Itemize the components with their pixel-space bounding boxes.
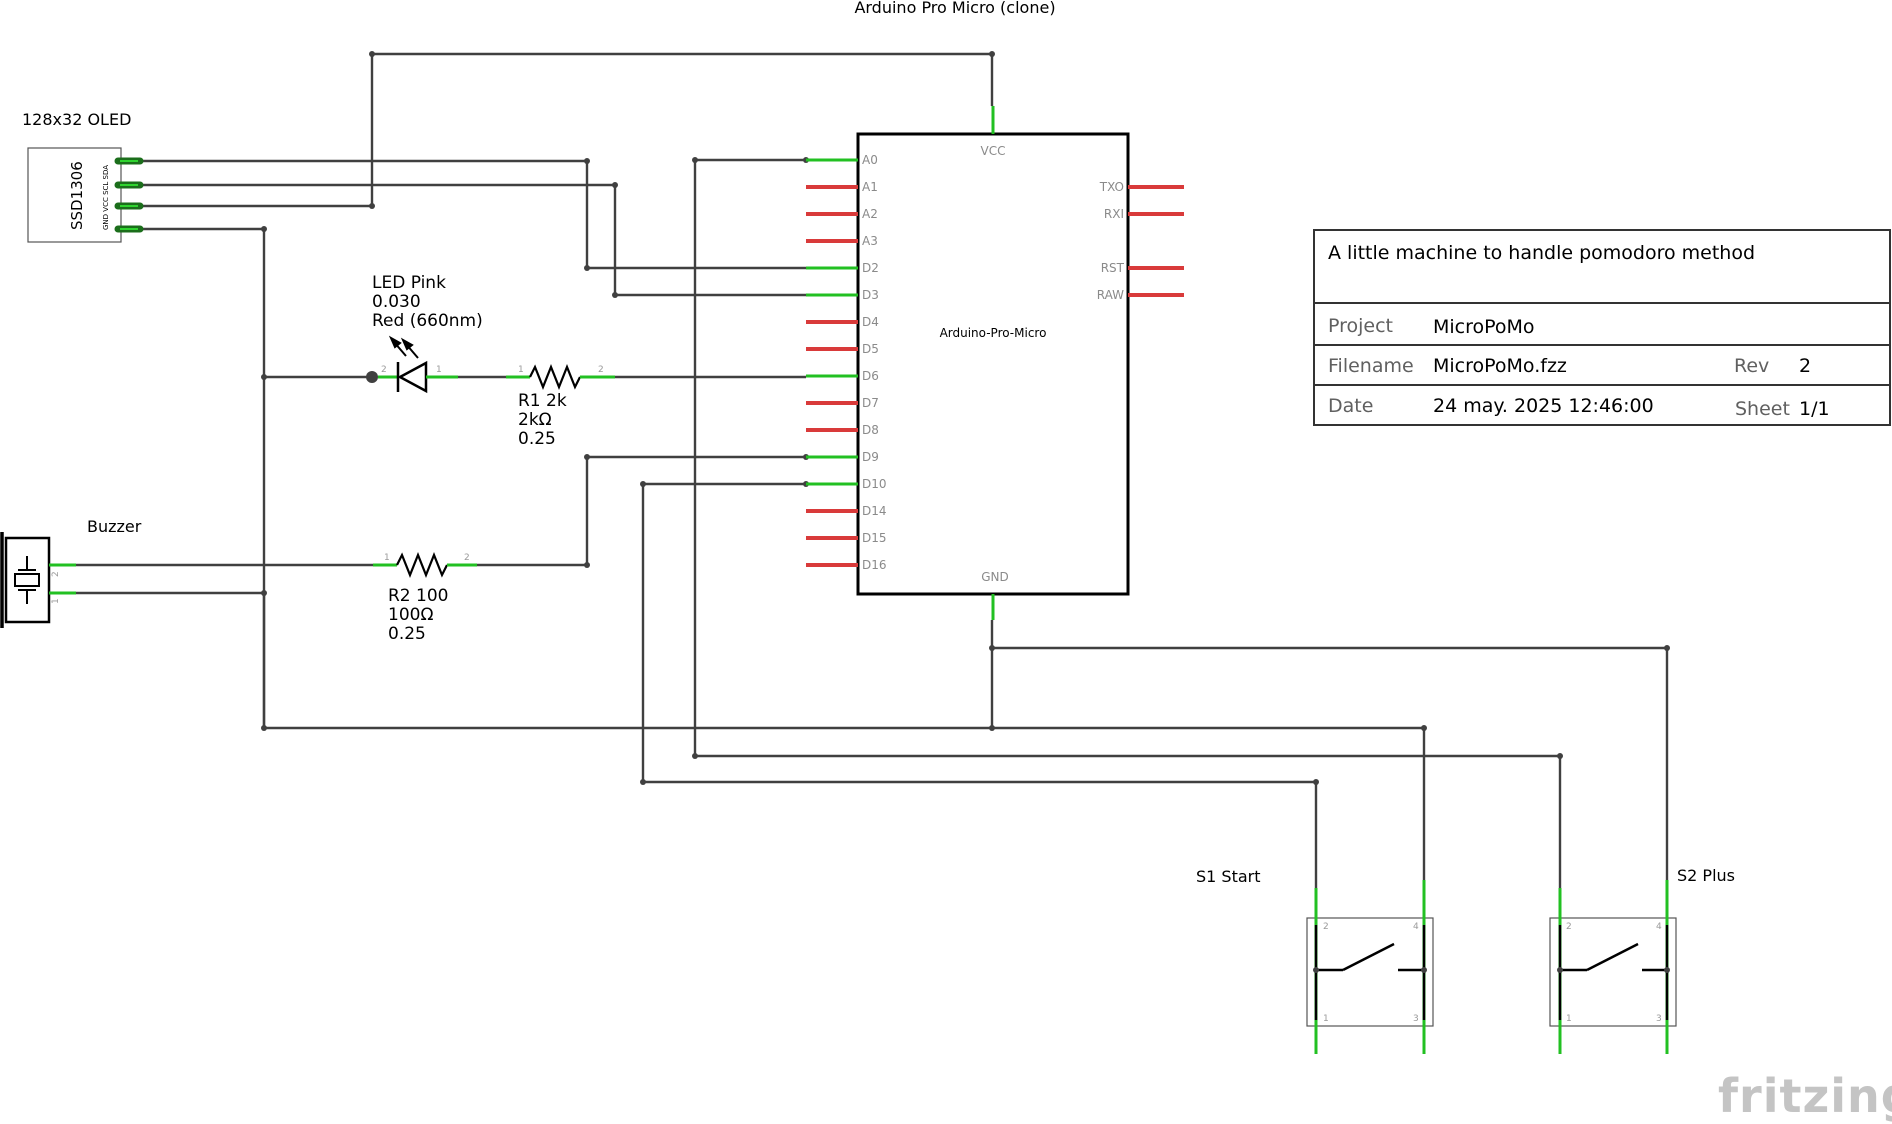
r2-power: 0.25 — [388, 624, 426, 644]
buzzer[interactable]: Buzzer 2 1 — [0, 517, 142, 628]
oled-title: 128x32 OLED — [22, 110, 131, 129]
mcu-pin-label-d7: D7 — [862, 396, 879, 410]
title-block-date-label: Date — [1328, 395, 1373, 417]
title-block-project-value: MicroPoMo — [1433, 316, 1535, 338]
mcu-pin-label-a3: A3 — [862, 234, 878, 248]
r2-name: R2 100 — [388, 586, 448, 606]
title-block-description: A little machine to handle pomodoro meth… — [1328, 242, 1755, 264]
r1-pin-1-number: 1 — [518, 365, 524, 375]
mcu-pin-label-d10: D10 — [862, 477, 887, 491]
mcu-pin-label-d5: D5 — [862, 342, 879, 356]
title-block-filename-label: Filename — [1328, 355, 1414, 377]
oled-pins[interactable] — [114, 157, 144, 233]
title-block-filename-value: MicroPoMo.fzz — [1433, 355, 1567, 377]
wire-mcu-gnd-s2[interactable] — [990, 620, 1669, 838]
title-block-project-label: Project — [1328, 315, 1393, 337]
title-block-date-value: 24 may. 2025 12:46:00 — [1433, 395, 1654, 417]
oled-chip-label: SSD1306 — [68, 161, 86, 230]
wire-oled-gnd[interactable] — [127, 227, 266, 728]
oled-body — [27, 147, 122, 243]
mcu-vcc-label: VCC — [981, 144, 1006, 158]
s1-pin-4-number: 4 — [1413, 922, 1419, 932]
s2-pin-1-number: 1 — [1566, 1014, 1572, 1024]
s1-pin-3-number: 3 — [1413, 1014, 1419, 1024]
mcu-pin-label-d4: D4 — [862, 315, 879, 329]
title-block-sheet-value: 1/1 — [1799, 398, 1830, 420]
s1-pin-1-number: 1 — [1323, 1014, 1329, 1024]
wire-sda[interactable] — [127, 159, 806, 270]
led-color: Red (660nm) — [372, 311, 483, 331]
buzzer-title: Buzzer — [87, 517, 142, 536]
mcu-pin-label-d15: D15 — [862, 531, 887, 545]
r2-pin-2-number: 2 — [464, 553, 470, 563]
wires — [76, 52, 1669, 888]
mcu-pin-label-a0: A0 — [862, 153, 878, 167]
mcu-body — [856, 132, 1130, 596]
r1-name: R1 2k — [518, 391, 567, 411]
led-pink[interactable]: LED Pink 0.030 Red (660nm) 2 1 — [366, 273, 506, 394]
led-pin-2-number: 2 — [381, 365, 387, 375]
led-value: 0.030 — [372, 292, 421, 312]
s2-pin-2-number: 2 — [1566, 922, 1572, 932]
title-block-rev-label: Rev — [1734, 355, 1769, 377]
led-anode-terminal — [366, 371, 378, 383]
title-block-sheet-label: Sheet — [1735, 398, 1790, 420]
r1-symbol — [529, 364, 581, 390]
s2-title: S2 Plus — [1677, 866, 1735, 885]
mcu-gnd-label: GND — [981, 570, 1009, 584]
mcu-pin-label-raw: RAW — [1097, 288, 1124, 302]
fritzing-logo: fritzing — [1718, 1069, 1892, 1123]
s2-body — [1549, 917, 1677, 1027]
led-name: LED Pink — [372, 273, 446, 293]
buzzer-symbol-icon — [14, 556, 40, 604]
mcu-right-pins: TXO RXI RST RAW — [1097, 180, 1184, 302]
r2-pin-1-number: 1 — [384, 553, 390, 563]
mcu-title: Arduino Pro Micro (clone) — [854, 0, 1055, 17]
mcu-pin-label-a1: A1 — [862, 180, 878, 194]
mcu-pin-label-rst: RST — [1101, 261, 1125, 275]
mcu-pin-label-d16: D16 — [862, 558, 887, 572]
wire-gnd-bus[interactable] — [262, 593, 1426, 880]
r2-symbol — [396, 552, 448, 578]
r1-power: 0.25 — [518, 429, 556, 449]
s1-pin-2-number: 2 — [1323, 922, 1329, 932]
mcu-part-name: Arduino-Pro-Micro — [940, 326, 1047, 340]
mcu-pin-label-d14: D14 — [862, 504, 887, 518]
mcu-pin-label-txo: TXO — [1099, 180, 1124, 194]
mcu-pin-label-d6: D6 — [862, 369, 879, 383]
mcu-pin-label-rxi: RXI — [1104, 207, 1124, 221]
switch-s1[interactable]: S1 Start 2 4 1 3 — [1196, 867, 1434, 1054]
r2-value: 100Ω — [388, 605, 433, 625]
s2-pin-3-number: 3 — [1656, 1014, 1662, 1024]
junctions — [261, 51, 1670, 785]
title-block-rev-value: 2 — [1799, 355, 1811, 377]
wire-scl[interactable] — [127, 183, 806, 297]
mcu-pin-label-d9: D9 — [862, 450, 879, 464]
led-diode-symbol — [397, 360, 428, 394]
s1-title: S1 Start — [1196, 867, 1261, 886]
s2-pin-4-number: 4 — [1656, 922, 1662, 932]
buzzer-pin-1-number: 1 — [51, 598, 61, 604]
mcu-pin-label-d2: D2 — [862, 261, 879, 275]
led-light-arrows-icon — [388, 335, 419, 359]
resistor-r2[interactable]: 1 2 R2 100 100Ω 0.25 — [373, 552, 477, 644]
led-pin-1-number: 1 — [436, 365, 442, 375]
s1-body — [1306, 917, 1434, 1027]
mcu-pin-label-d3: D3 — [862, 288, 879, 302]
r1-value: 2kΩ — [518, 410, 552, 430]
title-block: A little machine to handle pomodoro meth… — [1313, 229, 1891, 426]
arduino-pro-micro[interactable]: Arduino Pro Micro (clone) VCC GND Arduin… — [806, 0, 1184, 620]
resistor-r1[interactable]: 1 2 R1 2k 2kΩ 0.25 — [506, 364, 615, 449]
mcu-pin-label-a2: A2 — [862, 207, 878, 221]
oled-display[interactable]: 128x32 OLED SSD1306 GND VCC SCL SDA — [22, 110, 144, 243]
wire-r2-d9[interactable] — [477, 455, 806, 567]
oled-pin-labels: GND VCC SCL SDA — [102, 165, 110, 230]
switch-s2[interactable]: S2 Plus 2 4 1 3 — [1549, 838, 1735, 1054]
r1-pin-2-number: 2 — [598, 365, 604, 375]
buzzer-pin-2-number: 2 — [51, 571, 61, 577]
mcu-pin-label-d8: D8 — [862, 423, 879, 437]
